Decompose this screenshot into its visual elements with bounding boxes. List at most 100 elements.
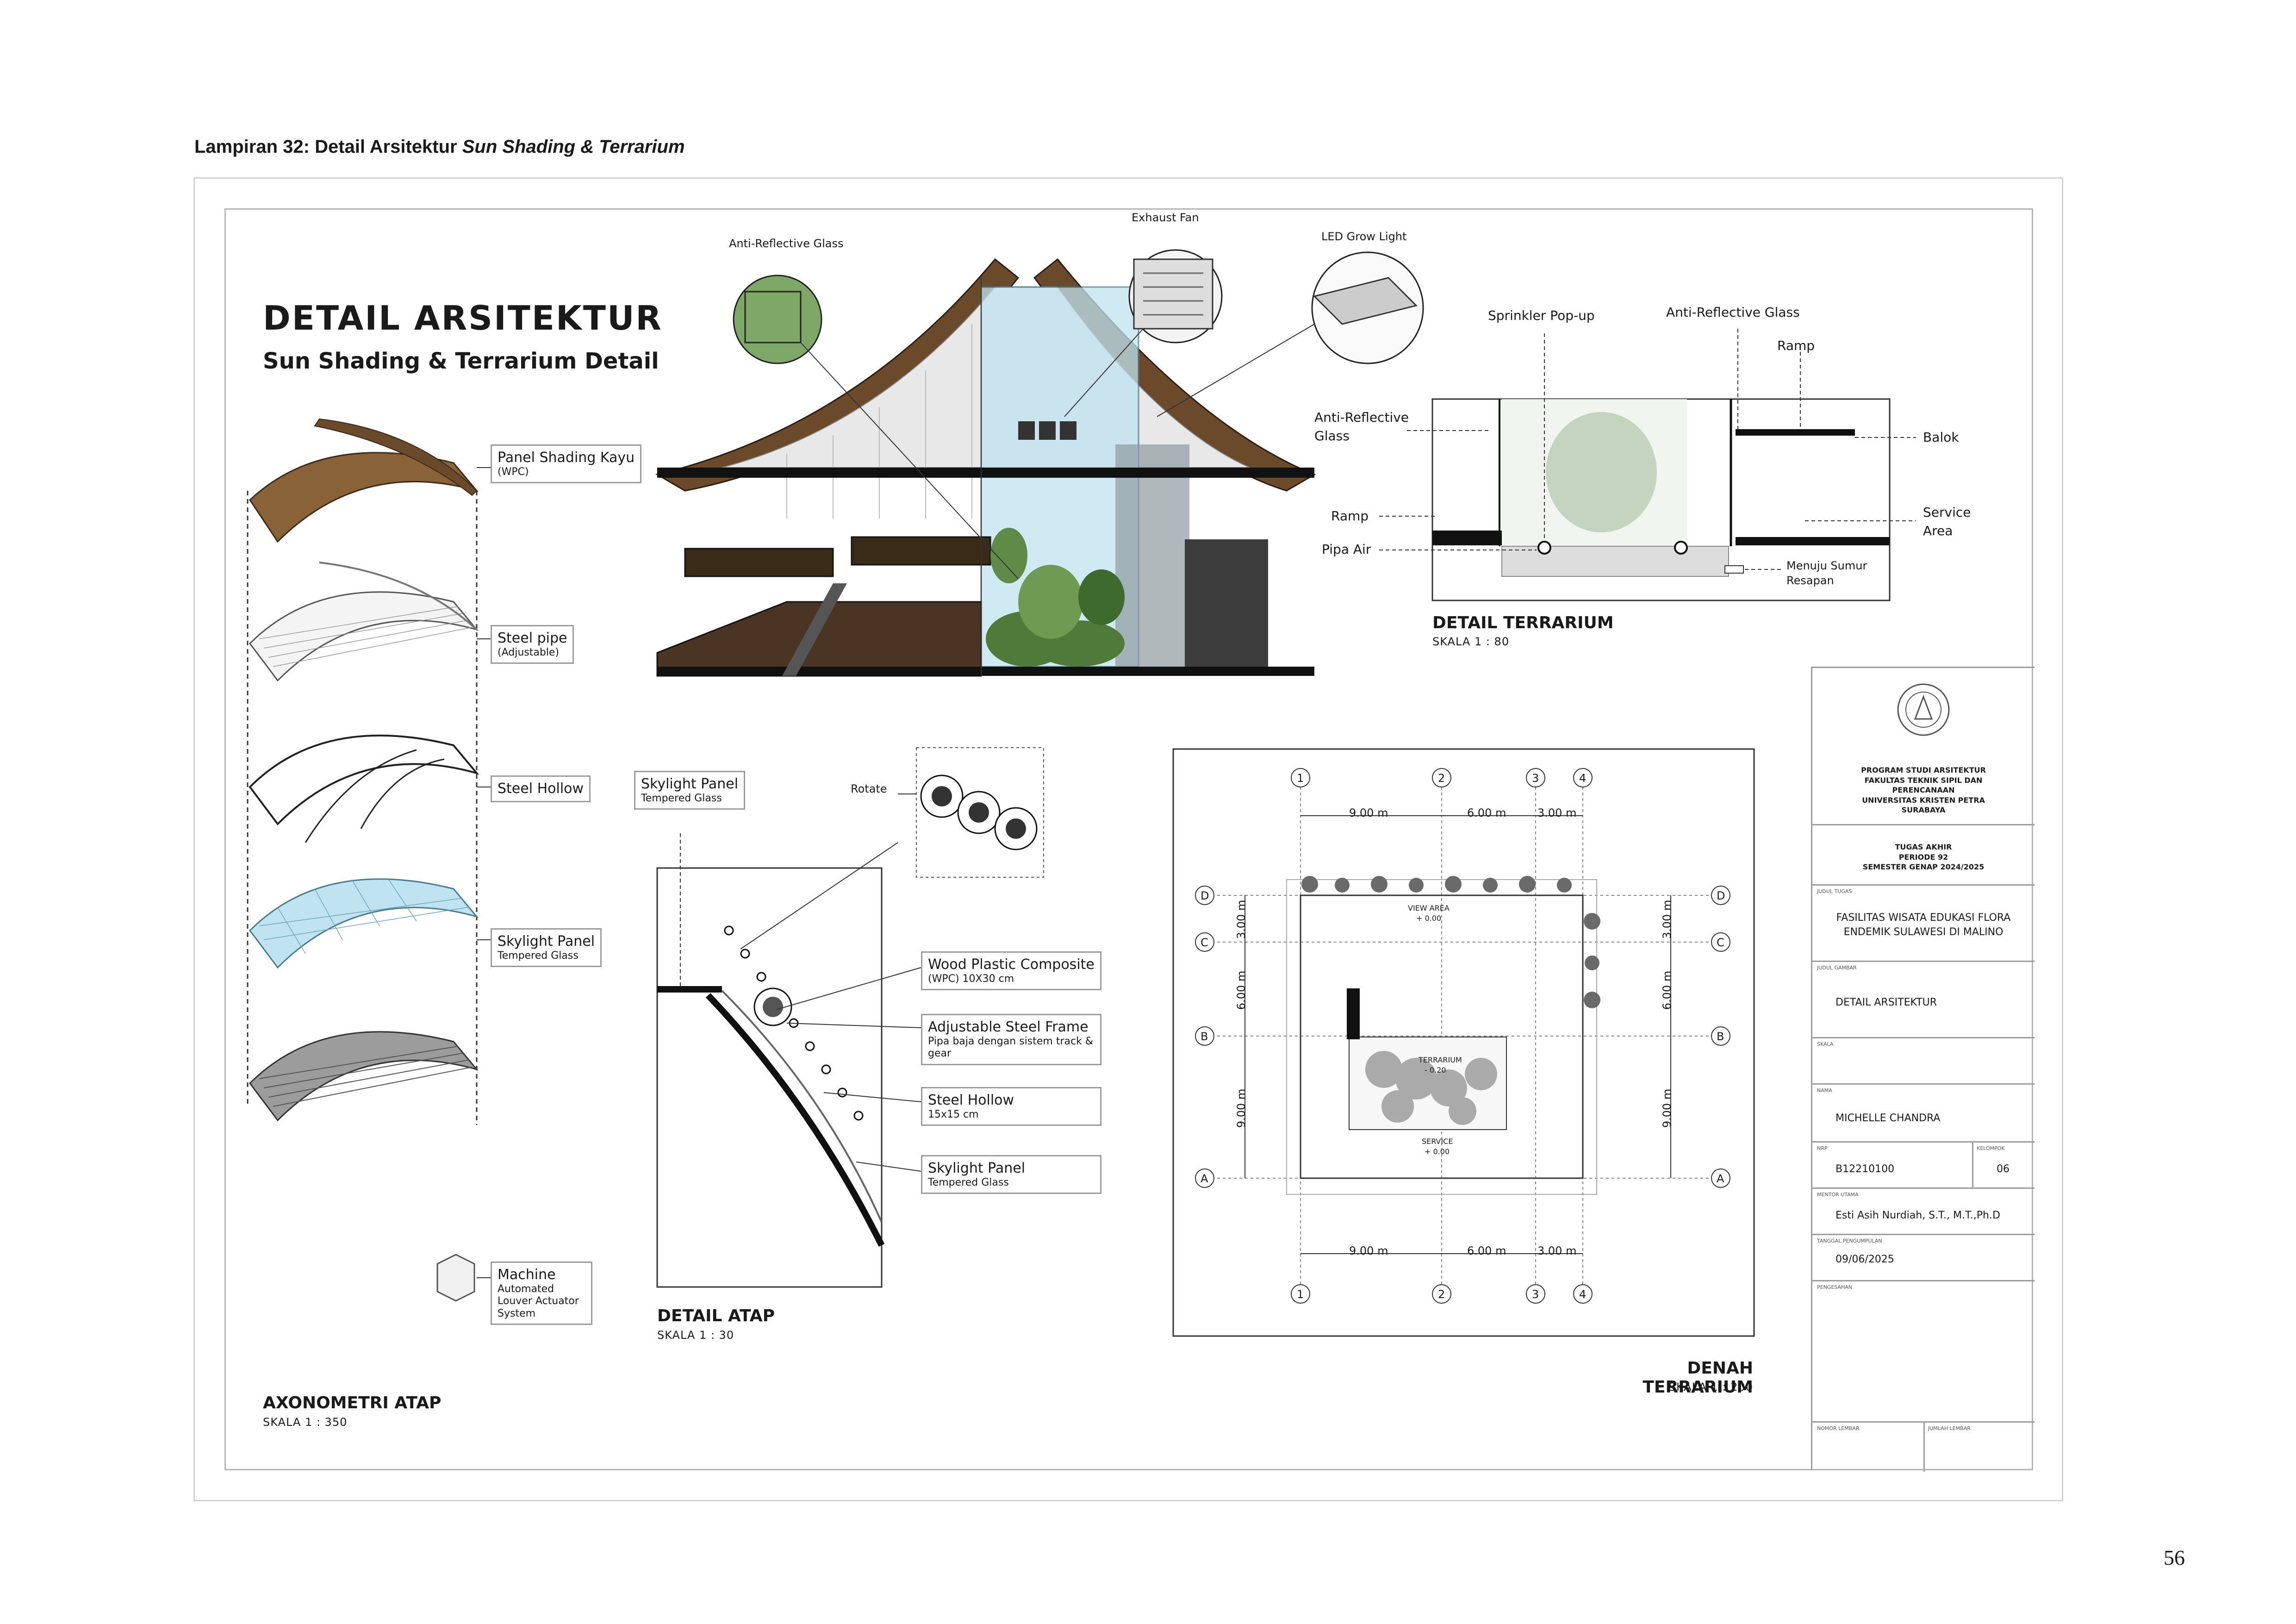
axonometri-scale: SKALA 1 : 350 (263, 1416, 348, 1429)
assembled-roof-layer (249, 1031, 479, 1122)
label-rotate: Rotate (851, 782, 887, 795)
mentor-label: MENTOR UTAMA (1817, 1192, 1859, 1198)
dim-y-3-right: 9.00 m (1661, 1088, 1674, 1128)
dim-y-3-left: 9.00 m (1235, 1088, 1248, 1128)
nrp-label: NRP (1817, 1145, 1828, 1151)
axonometri-title: AXONOMETRI ATAP (263, 1393, 442, 1412)
detail-terrarium-drawing (1379, 329, 1916, 601)
grid-number-1-top: 1 (1297, 772, 1304, 785)
dim-y-1-right: 3.00 m (1661, 899, 1674, 939)
sheet-inner-frame (224, 208, 2033, 1470)
label-exhaust-fan: Exhaust Fan (1132, 211, 1199, 224)
judul-tugas-label: JUDUL TUGAS (1817, 888, 1852, 894)
axonometric-roof-drawing (247, 418, 491, 1302)
label-ramp-top: Ramp (1777, 338, 1815, 353)
tanggal-value: 09/06/2025 (1836, 1254, 1894, 1265)
grid-letter-a-right: A (1717, 1172, 1724, 1185)
dim-x-2-top: 6.00 m (1467, 806, 1506, 819)
grid-number-3-top: 3 (1532, 772, 1539, 785)
label-service-1: Service (1923, 505, 1971, 520)
sheet-outer-frame (193, 177, 2063, 1501)
nama-value: MICHELLE CHANDRA (1836, 1112, 1941, 1124)
label-terrarium-level: - 0.20 (1425, 1066, 1446, 1074)
grid-letter-a-left: A (1201, 1172, 1208, 1185)
dim-x-1-top: 9.00 m (1349, 806, 1388, 819)
appendix-caption: Lampiran 32: Detail Arsitektur Sun Shadi… (194, 137, 685, 157)
detail-atap-scale: SKALA 1 : 30 (657, 1329, 734, 1342)
label-steel-pipe: Steel pipe(Adjustable) (491, 625, 574, 664)
label-panel-shading-kayu: Panel Shading Kayu(WPC) (491, 444, 642, 484)
tanggal-label: TANGGAL PENGUMPULAN (1817, 1238, 1882, 1244)
grid-number-2-bottom: 2 (1438, 1288, 1445, 1301)
label-sprinkler: Sprinkler Pop-up (1488, 308, 1595, 323)
detail-atap-drawing (656, 747, 1044, 1288)
dim-x-2-bottom: 6.00 m (1467, 1244, 1506, 1257)
label-led-grow-light: LED Grow Light (1321, 230, 1407, 243)
judul-gambar-value: DETAIL ARSITEKTUR (1836, 997, 1937, 1008)
detail-atap-title: DETAIL ATAP (657, 1306, 775, 1325)
machine-cube (436, 1254, 475, 1302)
label-service-level: + 0.00 (1425, 1147, 1450, 1156)
label-view-area: VIEW AREA (1408, 904, 1450, 912)
denah-title: DENAH TERRARIUM (1643, 1359, 1753, 1397)
dim-x-1-bottom: 9.00 m (1349, 1244, 1388, 1257)
nama-label: NAMA (1817, 1087, 1832, 1093)
page-number: 56 (2164, 1546, 2185, 1569)
dim-y-2-right: 6.00 m (1661, 970, 1674, 1010)
label-anti-glass-left-2: Glass (1314, 428, 1350, 443)
denah-scale: SKALA 1 : 200 (1668, 1380, 1753, 1393)
kelompok-label: KELOMPOK (1977, 1145, 2005, 1151)
label-anti-glass-left-1: Anti-Reflective (1314, 410, 1409, 425)
label-terrarium: TERRARIUM (1419, 1056, 1462, 1064)
label-anti-glass-top: Anti-Reflective Glass (1666, 305, 1800, 320)
label-anti-reflective-glass-section: Anti-Reflective Glass (729, 237, 844, 250)
label-pipa-air: Pipa Air (1322, 542, 1371, 557)
detail-terrarium-title: DETAIL TERRARIUM (1432, 613, 1614, 632)
judul-gambar-label: JUDUL GAMBAR (1817, 965, 1857, 971)
anti-reflective-glass-bubble (733, 275, 822, 364)
university-seal-icon (1897, 683, 1950, 736)
grid-number-1-bottom: 1 (1297, 1288, 1304, 1301)
steel-pipe-layer (249, 591, 479, 682)
kelompok-value: 06 (1997, 1163, 2010, 1175)
dim-x-3-top: 3.00 m (1537, 806, 1577, 819)
grid-number-4-top: 4 (1579, 772, 1587, 785)
grid-letter-d-left: D (1201, 889, 1209, 902)
dim-y-2-left: 6.00 m (1235, 970, 1248, 1010)
skylight-layer (249, 878, 479, 969)
steel-hollow-layer (249, 734, 479, 826)
sheet-title: DETAIL ARSITEKTUR (263, 299, 663, 337)
section-perspective-drawing (655, 249, 1424, 677)
nomor-lembar-label: NOMOR LEMBAR (1817, 1425, 1860, 1431)
skala-label: SKALA (1817, 1041, 1834, 1047)
label-view-level: + 0.00 (1416, 914, 1442, 923)
grid-letter-d-right: D (1717, 889, 1725, 902)
grid-letter-b-left: B (1201, 1030, 1208, 1043)
pengesahan-label: PENGESAHAN (1817, 1284, 1853, 1290)
grid-number-2-top: 2 (1438, 772, 1445, 785)
label-service: SERVICE (1422, 1137, 1453, 1146)
dim-x-3-bottom: 3.00 m (1537, 1244, 1577, 1257)
grid-number-4-bottom: 4 (1579, 1288, 1587, 1301)
jumlah-lembar-label: JUMLAH LEMBAR (1928, 1425, 1971, 1431)
grid-letter-b-right: B (1717, 1030, 1724, 1043)
sheet-subtitle: Sun Shading & Terrarium Detail (263, 348, 659, 374)
label-steel-hollow: Steel Hollow (491, 775, 591, 802)
mentor-value: Esti Asih Nurdiah, S.T., M.T.,Ph.D (1836, 1210, 2000, 1221)
nrp-value: B12210100 (1836, 1163, 1895, 1175)
denah-terrarium-drawing (1172, 748, 1755, 1337)
grid-letter-c-right: C (1717, 936, 1724, 949)
detail-terrarium-scale: SKALA 1 : 80 (1432, 635, 1510, 648)
label-sumur-1: Menuju Sumur (1786, 559, 1867, 572)
